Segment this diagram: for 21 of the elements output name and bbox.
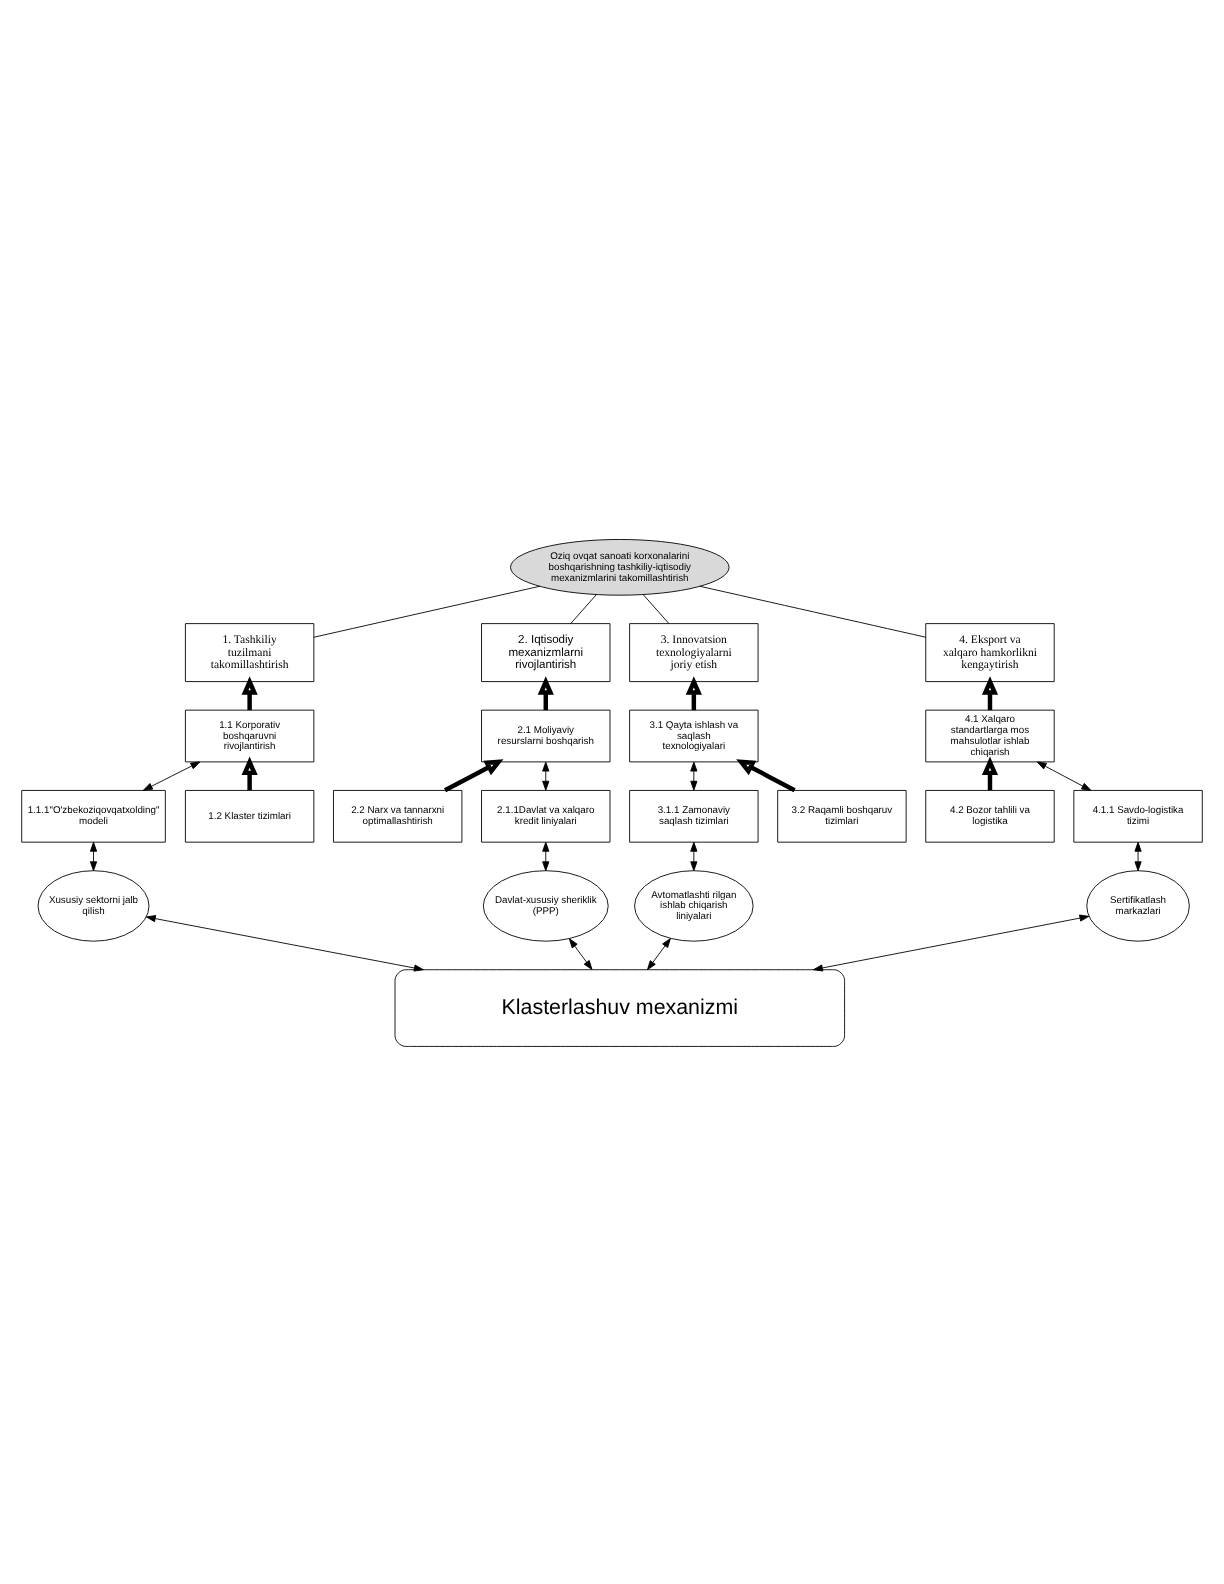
connector	[699, 584, 927, 637]
arrow	[813, 913, 1090, 971]
arrow	[241, 675, 258, 710]
connector	[642, 593, 670, 623]
arrow	[443, 758, 504, 792]
arrow	[736, 758, 796, 792]
arrow	[647, 937, 671, 970]
arrow	[690, 840, 698, 871]
arrow	[568, 937, 593, 969]
arrow	[1134, 840, 1142, 871]
arrow	[142, 760, 201, 790]
arrow	[241, 755, 258, 790]
arrow	[145, 914, 424, 971]
arrow	[89, 840, 98, 871]
arrow	[542, 840, 550, 871]
connector	[313, 584, 541, 637]
arrow	[542, 760, 550, 790]
connector	[570, 593, 597, 623]
arrow	[690, 760, 698, 790]
node-box: Klasterlashuv mexanizmi	[394, 968, 846, 1046]
arrow	[1036, 760, 1092, 790]
